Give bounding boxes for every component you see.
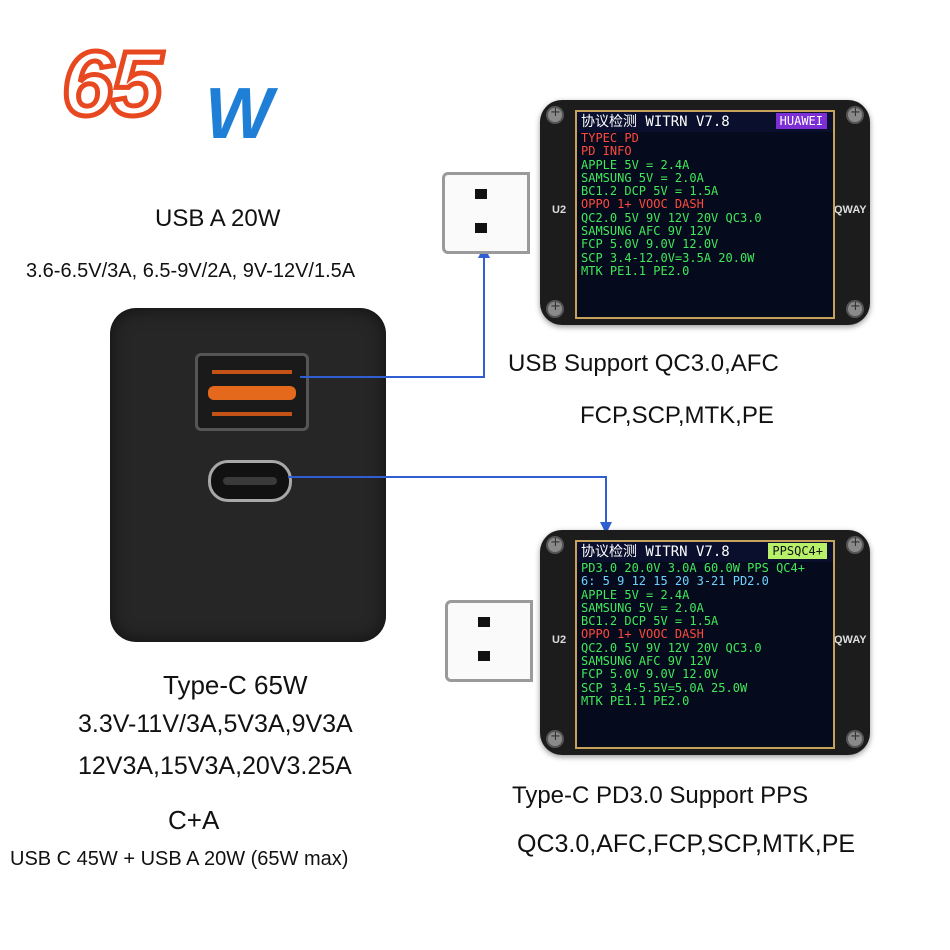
screw-icon xyxy=(846,105,864,124)
meter-bottom-line: OPPO 1+ VOOC DASH xyxy=(581,627,704,642)
meter-top-label-right: QWAY xyxy=(834,204,867,216)
meter-bottom-line: QC2.0 5V 9V 12V 20V QC3.0 xyxy=(581,640,762,655)
usb-a-specs: 3.6-6.5V/3A, 6.5-9V/2A, 9V-12V/1.5A xyxy=(26,260,356,282)
combined-detail: USB C 45W + USB A 20W (65W max) xyxy=(10,848,349,870)
meter-bottom-line: BC1.2 DCP 5V = 1.5A xyxy=(581,614,719,629)
meter-bottom-line: MTK PE1.1 PE2.0 xyxy=(581,693,690,708)
meter-top-line: SCP 3.4-12.0V=3.5A 20.0W xyxy=(581,250,755,265)
meter-top-line: PD INFO xyxy=(581,144,632,159)
meter-bottom-line: SAMSUNG 5V = 2.0A xyxy=(581,600,704,615)
meter-top-usb-plug xyxy=(442,172,530,254)
screw-icon xyxy=(546,729,564,748)
meter-bottom-header: 协议检测 WITRN V7.8 PPSQC4+ xyxy=(577,542,833,562)
meter-bottom-label-left: U2 xyxy=(552,634,567,646)
combined-label: C+A xyxy=(168,805,220,835)
screw-icon xyxy=(846,299,864,318)
meter-bottom-line: APPLE 5V = 2.4A xyxy=(581,587,690,602)
screw-icon xyxy=(546,299,564,318)
type-c-title: Type-C 65W xyxy=(163,670,308,700)
screw-icon xyxy=(546,535,564,554)
usb-a-support-line1: USB Support QC3.0,AFC xyxy=(508,350,779,377)
connector-usb-c-horizontal xyxy=(288,476,606,478)
charger-body xyxy=(110,308,386,642)
type-c-support-line2: QC3.0,AFC,FCP,SCP,MTK,PE xyxy=(517,830,856,858)
usb-c-slot xyxy=(223,477,277,485)
meter-bottom-label-right: QWAY xyxy=(834,634,867,646)
meter-top-label-left: U2 xyxy=(552,204,567,216)
connector-usb-a-horizontal xyxy=(300,376,484,378)
usb-a-port[interactable] xyxy=(195,353,309,431)
meter-top-line: OPPO 1+ VOOC DASH xyxy=(581,197,704,212)
screw-icon xyxy=(846,535,864,554)
usb-a-pins-bottom xyxy=(212,412,292,416)
meter-top-line: BC1.2 DCP 5V = 1.5A xyxy=(581,184,719,199)
meter-top-line: SAMSUNG 5V = 2.0A xyxy=(581,170,704,185)
connector-usb-c-vertical xyxy=(605,476,607,524)
meter-bottom-line: PD3.0 20.0V 3.0A 60.0W PPS QC4+ xyxy=(581,561,805,575)
meter-top-screen: 协议检测 WITRN V7.8 HUAWEI TYPEC PD PD INFO … xyxy=(575,110,835,319)
usb-a-tongue xyxy=(208,386,296,400)
usb-a-support-line2: FCP,SCP,MTK,PE xyxy=(580,402,774,429)
meter-top-line: TYPEC PD xyxy=(581,131,639,145)
meter-top: U2 QWAY 协议检测 WITRN V7.8 HUAWEI TYPEC PD … xyxy=(540,100,870,325)
usb-a-title: USB A 20W xyxy=(155,205,281,232)
meter-top-header-text: 协议检测 WITRN V7.8 xyxy=(581,114,730,130)
plug-hole xyxy=(475,223,487,233)
meter-top-badge: HUAWEI xyxy=(775,113,827,129)
meter-bottom-screen: 协议检测 WITRN V7.8 PPSQC4+ PD3.0 20.0V 3.0A… xyxy=(575,540,835,749)
meter-bottom-line: SCP 3.4-5.5V=5.0A 25.0W xyxy=(581,680,748,695)
connector-usb-a-vertical xyxy=(483,258,485,378)
meter-bottom-usb-plug xyxy=(445,600,533,682)
meter-bottom-line: 6: 5 9 12 15 20 3-21 PD2.0 xyxy=(581,574,769,589)
meter-top-header: 协议检测 WITRN V7.8 HUAWEI xyxy=(577,112,833,132)
plug-hole xyxy=(478,617,490,627)
plug-hole xyxy=(478,651,490,661)
meter-bottom-badge: PPSQC4+ xyxy=(768,543,827,559)
meter-top-line: FCP 5.0V 9.0V 12.0V xyxy=(581,237,719,252)
type-c-specs-line2: 12V3A,15V3A,20V3.25A xyxy=(78,752,352,780)
usb-c-port[interactable] xyxy=(208,460,292,502)
meter-top-line: APPLE 5V = 2.4A xyxy=(581,157,690,172)
meter-top-line: SAMSUNG AFC 9V 12V xyxy=(581,224,712,239)
screw-icon xyxy=(546,105,564,124)
meter-bottom: U2 QWAY 协议检测 WITRN V7.8 PPSQC4+ PD3.0 20… xyxy=(540,530,870,755)
meter-bottom-line: SAMSUNG AFC 9V 12V xyxy=(581,654,712,669)
headline-unit: W xyxy=(205,74,273,154)
type-c-specs-line1: 3.3V-11V/3A,5V3A,9V3A xyxy=(78,710,353,738)
screw-icon xyxy=(846,729,864,748)
meter-top-line: QC2.0 5V 9V 12V 20V QC3.0 xyxy=(581,210,762,225)
meter-bottom-header-text: 协议检测 WITRN V7.8 xyxy=(581,544,730,560)
headline-wattage: 65 xyxy=(59,33,164,135)
usb-a-pins-top xyxy=(212,370,292,374)
meter-bottom-line: FCP 5.0V 9.0V 12.0V xyxy=(581,667,719,682)
plug-hole xyxy=(475,189,487,199)
meter-top-line: MTK PE1.1 PE2.0 xyxy=(581,263,690,278)
type-c-support-line1: Type-C PD3.0 Support PPS xyxy=(512,782,809,809)
